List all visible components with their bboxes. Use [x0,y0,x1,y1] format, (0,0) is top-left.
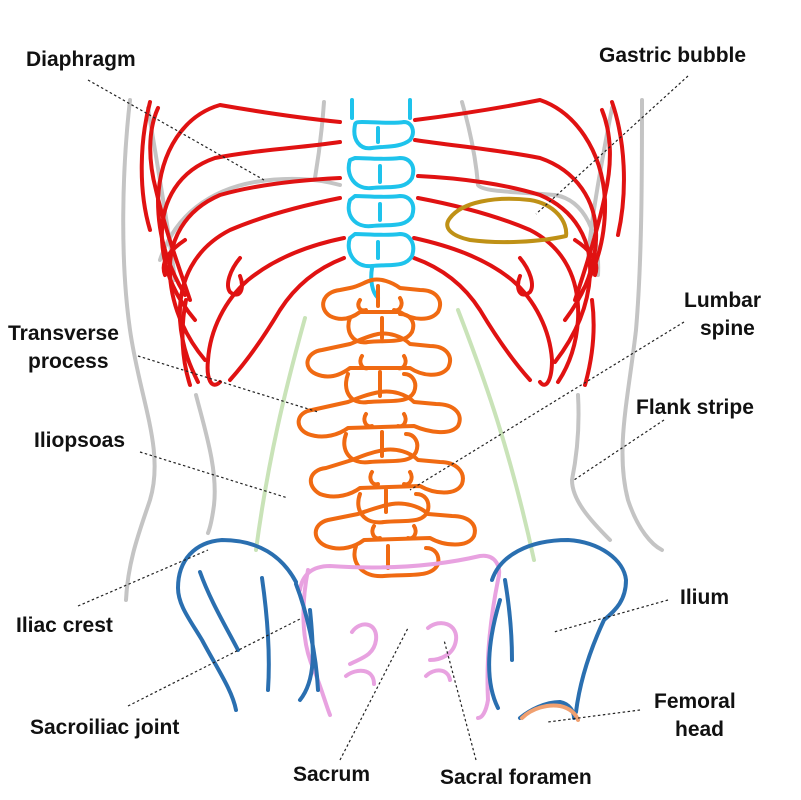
lumbar-spine [296,277,477,579]
psoas-lines [254,308,536,562]
flank-outline [121,98,664,602]
label-iliopsoas: Iliopsoas [34,429,125,452]
label-diaphragm: Diaphragm [26,48,136,71]
label-transverse-process-line1: Transverse [8,322,119,345]
gastric-bubble-shape [445,196,569,245]
label-flank-stripe: Flank stripe [636,396,754,419]
label-ilium: Ilium [680,586,729,609]
leader-lines [77,75,689,761]
labels: Diaphragm Gastric bubble Lumbar spine Tr… [8,44,761,789]
ribs [139,98,626,387]
label-sacral-foramen: Sacral foramen [440,766,592,789]
thoracic-spine [346,98,416,300]
sacrum-shape [298,553,501,720]
label-femoral-head-line1: Femoral [654,690,736,713]
label-femoral-head-line2: head [675,718,724,741]
label-lumbar-spine-line2: spine [700,317,755,340]
label-transverse-process-line2: process [28,350,109,373]
label-sacrum: Sacrum [293,763,370,786]
label-lumbar-spine-line1: Lumbar [684,289,761,312]
femoral-head-shape [520,703,580,722]
pelvis-ilium [176,538,628,720]
label-gastric-bubble: Gastric bubble [599,44,746,67]
label-iliac-crest: Iliac crest [16,614,113,637]
label-sacroiliac-joint: Sacroiliac joint [30,716,179,739]
